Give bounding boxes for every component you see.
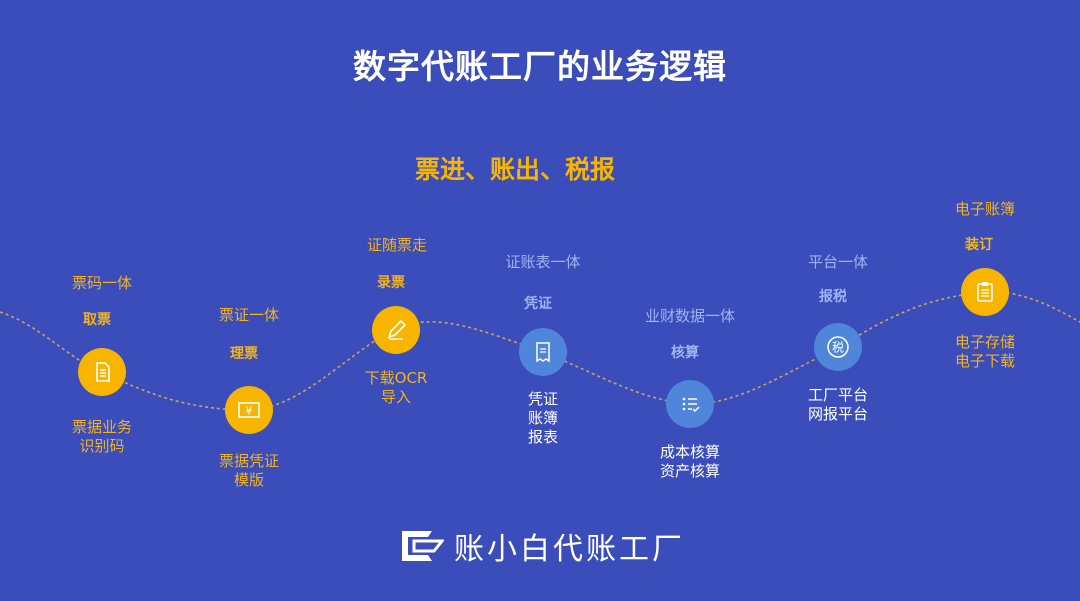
clipboard-icon: [961, 268, 1009, 316]
step-1-action: 取票: [83, 312, 111, 328]
step-2-bottom-label: 票据凭证 模版: [218, 452, 280, 489]
step-2-action: 理票: [230, 346, 258, 362]
step-3-bottom-label: 下载OCR 导入: [364, 369, 428, 406]
step-3-top-label: 证随票走: [366, 236, 428, 254]
svg-text:税: 税: [832, 341, 844, 355]
step-7-top-label: 电子账簿: [954, 200, 1016, 218]
svg-text:¥: ¥: [246, 405, 253, 418]
tax-icon: 税: [814, 323, 862, 371]
step-4-bottom-label: 凭证 账簿 报表: [527, 390, 559, 446]
step-2-top-label: 票证一体: [218, 306, 280, 324]
subtitle: 票进、账出、税报: [414, 155, 615, 184]
step-7-bottom-label: 电子存储 电子下载: [954, 333, 1016, 370]
step-4-action: 凭证: [524, 296, 552, 312]
brand-logo: 账小白代账工厂: [400, 524, 685, 568]
checklist-icon: [666, 380, 714, 428]
step-7-action: 装订: [965, 237, 993, 253]
step-5-bottom-label: 成本核算 资产核算: [659, 443, 721, 480]
step-5-top-label: 业财数据一体: [644, 307, 736, 325]
document-icon: [78, 348, 126, 396]
brand-logo-text: 账小白代账工厂: [454, 532, 685, 567]
step-3-action: 录票: [377, 275, 405, 291]
receipt-icon: [519, 328, 567, 376]
step-1-top-label: 票码一体: [71, 274, 133, 292]
brand-logo-icon: [402, 531, 444, 561]
pencil-icon: [372, 306, 420, 354]
step-4-top-label: 证账表一体: [505, 253, 581, 271]
step-6-top-label: 平台一体: [807, 253, 869, 271]
step-6-action: 报税: [819, 289, 847, 305]
step-5-action: 核算: [671, 345, 699, 361]
step-1-bottom-label: 票据业务 识别码: [71, 418, 133, 455]
yen-ticket-icon: ¥: [225, 386, 273, 434]
step-6-bottom-label: 工厂平台 网报平台: [807, 386, 869, 423]
page-title: 数字代账工厂的业务逻辑: [353, 47, 727, 86]
